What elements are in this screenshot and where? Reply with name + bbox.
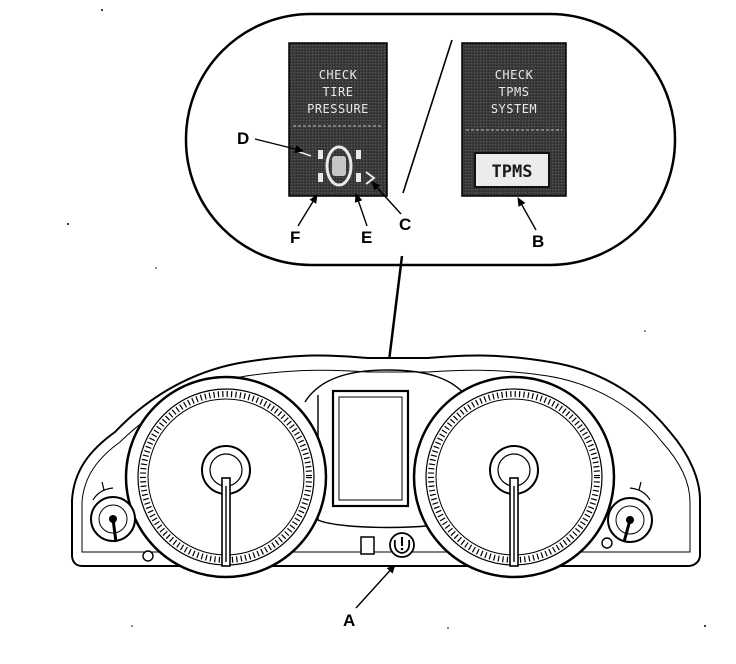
tpms-warning-lamp-icon bbox=[389, 532, 415, 558]
warning-chevron-icon bbox=[365, 171, 376, 185]
multi-information-display bbox=[331, 389, 410, 508]
tpms-indicator-label: TPMS bbox=[492, 162, 533, 182]
cluster-housing-inner bbox=[81, 369, 691, 553]
wheel-indicator-front-right bbox=[356, 150, 361, 159]
indicator-knob-left bbox=[142, 550, 154, 562]
tire-pressure-display: CHECK TIRE PRESSURE bbox=[288, 42, 388, 197]
leader-e bbox=[354, 193, 368, 227]
tpms-system-display: CHECK TPMS SYSTEM TPMS bbox=[461, 42, 567, 197]
callout-b: B bbox=[532, 232, 544, 251]
callout-c: C bbox=[399, 215, 411, 234]
separator-slash bbox=[402, 39, 453, 194]
magnified-view: CHECK TIRE PRESSURE CHECK TPMS SYSTEM bbox=[184, 12, 677, 267]
multi-information-display-inner bbox=[338, 396, 403, 501]
callouts: D F E C B A bbox=[237, 129, 544, 630]
indicator-knob-right bbox=[601, 537, 613, 549]
scan-specks bbox=[67, 9, 706, 629]
leader-c bbox=[371, 181, 402, 215]
indicator-lamp-square bbox=[360, 536, 375, 555]
wheel-indicator-rear-right bbox=[356, 173, 361, 182]
tire-pressure-line-1: CHECK bbox=[319, 68, 358, 82]
center-display-surround bbox=[304, 369, 471, 403]
speedometer-gauge bbox=[124, 375, 328, 579]
tachometer-gauge bbox=[412, 375, 616, 579]
leader-a bbox=[355, 564, 396, 609]
leader-f bbox=[297, 194, 318, 227]
tire-pressure-line-2: TIRE bbox=[323, 85, 354, 99]
wheel-indicator-rear-left bbox=[318, 173, 323, 182]
fuel-gauge bbox=[90, 481, 136, 543]
callout-f: F bbox=[290, 228, 300, 247]
callout-d: D bbox=[237, 129, 249, 148]
instrument-cluster bbox=[67, 9, 706, 629]
tire-pressure-line-3: PRESSURE bbox=[307, 102, 369, 116]
temperature-gauge bbox=[607, 481, 653, 543]
callout-e: E bbox=[361, 228, 372, 247]
callout-a: A bbox=[343, 611, 355, 630]
wheel-indicator-front-left bbox=[318, 150, 323, 159]
tpms-system-line-1: CHECK bbox=[495, 68, 534, 82]
car-top-view-icon bbox=[296, 145, 376, 187]
leader-b bbox=[517, 197, 537, 231]
leader-d bbox=[254, 138, 304, 153]
tpms-system-line-2: TPMS bbox=[499, 85, 530, 99]
tpms-system-line-3: SYSTEM bbox=[491, 102, 537, 116]
zoom-pointer-arrow bbox=[384, 255, 404, 378]
tpms-indicator-box bbox=[474, 152, 550, 188]
